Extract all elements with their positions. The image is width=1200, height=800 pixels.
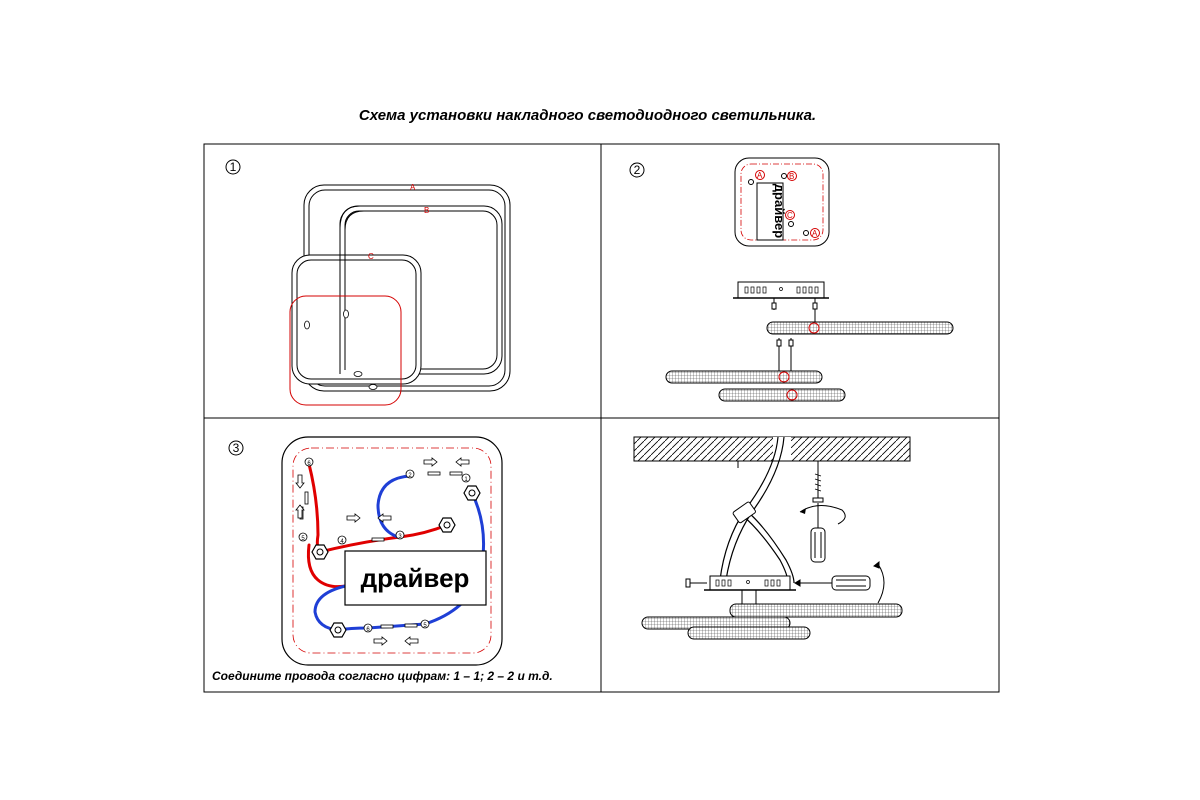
wire-number: 1 (464, 477, 468, 483)
wire-number: 6 (366, 627, 370, 633)
wire-number: 3 (398, 534, 402, 540)
label-a: A (757, 171, 763, 180)
base-plate-side-view (733, 281, 829, 299)
step-number-circle (629, 162, 645, 178)
step-number: 1 (230, 160, 237, 174)
driver-box (756, 182, 784, 241)
label-c: C (787, 211, 793, 220)
numbered-connectors: 6 5 4 3 2 1 6 5 (298, 457, 471, 633)
driver-box (344, 550, 487, 606)
step-number-circle (228, 440, 244, 456)
panel-3: 3 драйвер 6 5 4 3 2 1 (228, 436, 503, 666)
label-b: B (789, 172, 794, 181)
light-bar-a (729, 603, 903, 618)
base-plate-side-view (704, 575, 796, 591)
light-bar-b (665, 370, 823, 384)
light-bar-c (687, 626, 811, 640)
panel-2: 2 драйвер A B C A (629, 157, 954, 402)
wire-number: 4 (340, 539, 344, 545)
step-number-circle (225, 159, 241, 175)
light-frame-c (291, 254, 422, 385)
mounting-nut (438, 517, 456, 533)
wire-number: 6 (307, 461, 311, 467)
panel-1: 1 A B C (225, 159, 511, 406)
screwdriver-vertical (810, 503, 826, 563)
screwdriver-horizontal (794, 560, 885, 604)
driver-label: драйвер (772, 184, 787, 238)
side-screw (685, 578, 707, 588)
mounting-nut (463, 485, 481, 501)
mounting-nut (329, 622, 347, 638)
mounting-nut (311, 544, 329, 560)
footer-instruction: Соедините провода согласно цифрам: 1 – 1… (212, 669, 553, 683)
label-c: C (368, 252, 374, 261)
ceiling-hatch (633, 436, 911, 462)
light-bar-c (718, 388, 846, 402)
wire-leads (771, 298, 818, 374)
wire-number: 5 (301, 536, 305, 542)
terminal-block (732, 501, 756, 524)
label-b: B (424, 206, 429, 215)
label-a: A (410, 183, 416, 192)
label-a: A (812, 229, 818, 238)
panel-4 (633, 436, 911, 640)
step-number: 3 (233, 441, 240, 455)
screw (812, 470, 824, 503)
diagram-title: Схема установки накладного светодиодного… (358, 107, 817, 124)
light-bar-a (766, 321, 954, 335)
connector-pins (748, 170, 820, 238)
wire-number: 2 (408, 473, 412, 479)
driver-label: драйвер (361, 563, 470, 593)
mounting-base-outline (289, 295, 402, 406)
step-number: 2 (634, 163, 641, 177)
connector-marker (304, 309, 378, 390)
rotation-arrow (799, 505, 846, 525)
wire-number: 5 (423, 623, 427, 629)
